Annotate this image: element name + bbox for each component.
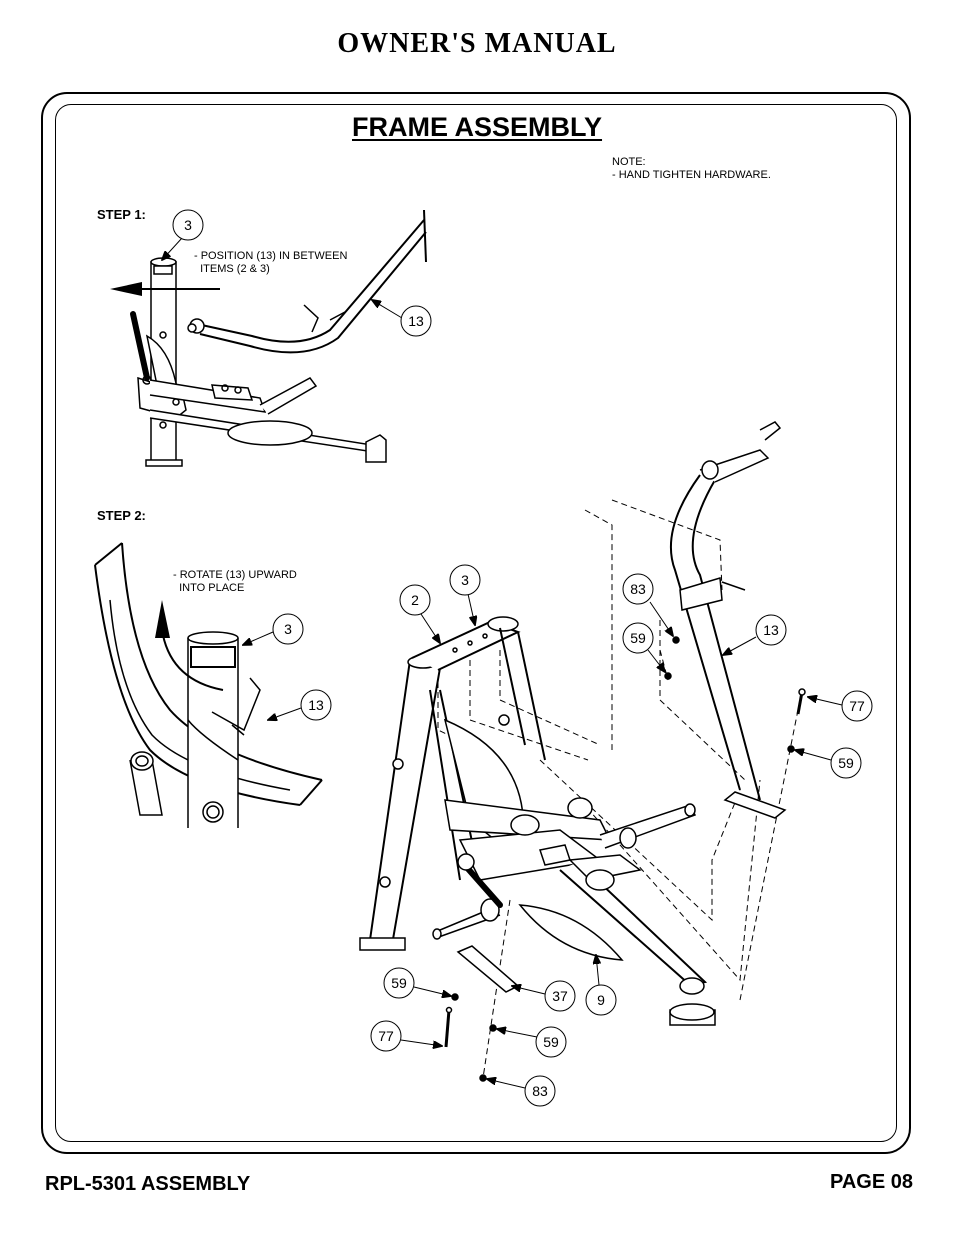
step1-instruction: - POSITION (13) IN BETWEEN ITEMS (2 & 3) <box>194 250 348 275</box>
footer-model: RPL-5301 ASSEMBLY <box>45 1173 251 1195</box>
callout-m-77a: 77 <box>849 698 865 714</box>
callout-m-59a: 59 <box>630 630 646 646</box>
main-illustration <box>359 421 806 1082</box>
callout-m-13: 13 <box>763 622 779 638</box>
callout-m-77b: 77 <box>378 1028 394 1044</box>
callout-m-37: 37 <box>552 988 568 1004</box>
manual-title: OWNER'S MANUAL <box>337 28 617 59</box>
callouts: 3 13 3 13 2 3 83 59 13 77 59 59 <box>162 209 873 1107</box>
note: NOTE: - HAND TIGHTEN HARDWARE. <box>612 156 771 182</box>
step1-label: STEP 1: <box>97 207 146 222</box>
outer-frame <box>41 92 911 1154</box>
step2-instruction: - ROTATE (13) UPWARD INTO PLACE <box>173 569 297 594</box>
callout-m-83a: 83 <box>630 581 646 597</box>
step2-label: STEP 2: <box>97 508 146 523</box>
callout-m-59b: 59 <box>838 755 854 771</box>
step2-illustration <box>94 542 323 828</box>
callout-s2-13: 13 <box>308 697 324 713</box>
note-text: - HAND TIGHTEN HARDWARE. <box>612 169 771 181</box>
step1-illustration <box>110 209 427 467</box>
callout-m-83b: 83 <box>532 1083 548 1099</box>
section-title: FRAME ASSEMBLY <box>352 112 603 142</box>
callout-m-3: 3 <box>461 572 469 588</box>
inner-frame <box>55 104 897 1142</box>
callout-m-59d: 59 <box>543 1034 559 1050</box>
callout-s2-3: 3 <box>284 621 292 637</box>
callout-s1-13: 13 <box>408 313 424 329</box>
footer-page-number: PAGE 08 <box>830 1171 913 1193</box>
note-heading: NOTE: <box>612 156 646 168</box>
callout-m-9: 9 <box>597 992 605 1008</box>
callout-s1-3: 3 <box>184 217 192 233</box>
callout-m-2: 2 <box>411 592 419 608</box>
callout-m-59c: 59 <box>391 975 407 991</box>
